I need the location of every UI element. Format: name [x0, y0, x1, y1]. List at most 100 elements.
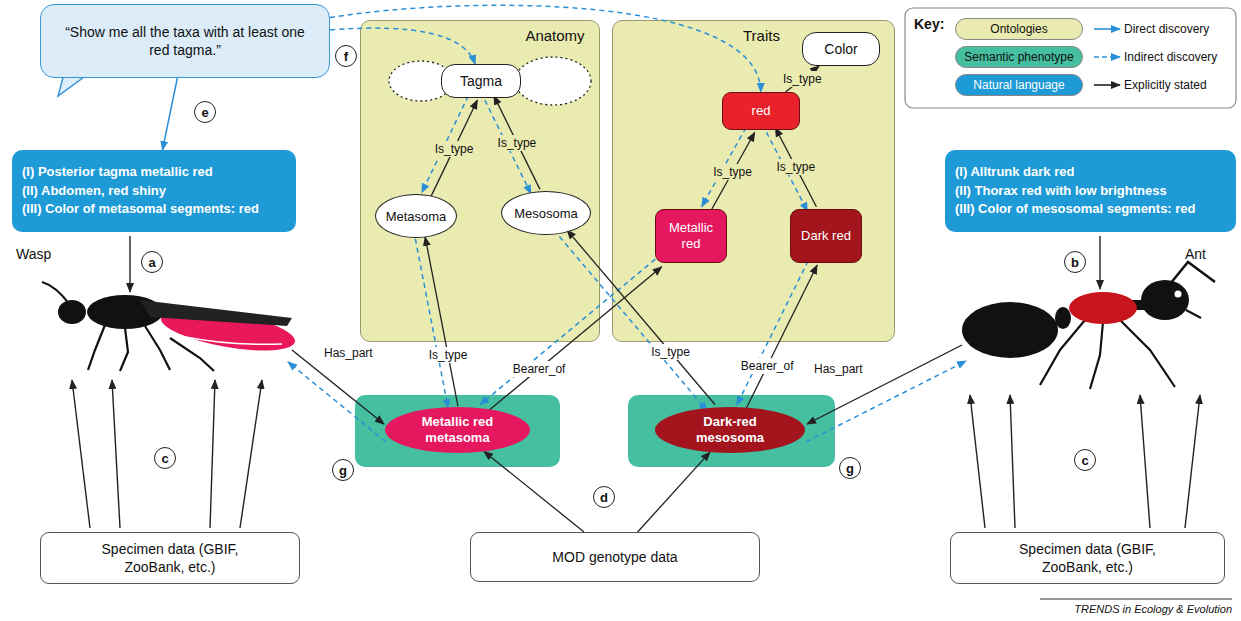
- callout-letter: d: [593, 486, 615, 508]
- wasp-figure: [145, 326, 170, 370]
- relation-label: Is_type: [775, 159, 818, 175]
- relation-arrow: [746, 265, 817, 409]
- ant-figure: [1055, 307, 1071, 329]
- node-label: Tagma: [460, 73, 502, 89]
- credit-rule: [1040, 599, 1232, 600]
- relation-arrow: [567, 230, 715, 404]
- legend-text: Indirect discovery: [1124, 49, 1217, 65]
- node-label: (I) Posterior tagma metallic red: [22, 163, 213, 182]
- trait-term: Color: [802, 32, 880, 66]
- legend-text: Ontologies: [990, 21, 1047, 37]
- node-label: Metasoma: [386, 209, 447, 224]
- wasp-figure: [88, 325, 105, 370]
- discovery-arrow: [737, 261, 808, 405]
- ant-figure: [1040, 262, 1215, 389]
- relation-arrow: [494, 96, 540, 190]
- phenotype-band: [355, 395, 835, 467]
- wasp-figure: [180, 336, 282, 344]
- callout-letter: e: [194, 101, 216, 123]
- node-label: Dark red: [801, 228, 851, 244]
- phenotype-band: [355, 395, 560, 467]
- key-line-samples: [1094, 84, 1120, 86]
- discovery-arrow: [559, 237, 707, 411]
- node-label: (II) Thorax red with low brightness: [955, 182, 1167, 201]
- ant-figure: [962, 302, 1058, 358]
- key-frame: [905, 8, 1236, 108]
- relation-arrow: [775, 128, 816, 207]
- discovery-arrow: [415, 239, 448, 408]
- node-label: (II) Abdomen, red shiny: [22, 182, 166, 201]
- relation-arrow: [710, 132, 754, 211]
- specimen-arrow: [1185, 395, 1200, 528]
- node-label: Specimen data (GBIF, ZooBank, etc.): [998, 540, 1178, 576]
- relation-arrow: [484, 451, 584, 532]
- legend-swatch: Ontologies: [955, 18, 1083, 40]
- discovery-arrow: [480, 259, 655, 405]
- discovery-arrow: [330, 5, 761, 92]
- query-bubble: “Show me all the taxa with at least one …: [40, 4, 330, 78]
- relation-arrow: [487, 267, 662, 413]
- legend-text: Semantic phenotype: [964, 49, 1073, 65]
- discovery-arrow: [330, 28, 475, 64]
- node-label: MOD genotype data: [552, 548, 677, 566]
- legend-text: Explicitly stated: [1124, 77, 1207, 93]
- callout-letter: c: [154, 447, 176, 469]
- description-box: (I) Alltrunk dark red(II) Thorax red wit…: [945, 150, 1236, 232]
- ant-figure: [1170, 262, 1215, 284]
- node-label: (III) Color of metasomal segments: red: [22, 200, 259, 219]
- data-source-box: Specimen data (GBIF, ZooBank, etc.): [40, 532, 300, 584]
- legend-swatch: Semantic phenotype: [955, 46, 1083, 68]
- ant-figure: [1069, 292, 1137, 324]
- callout-letter: g: [839, 457, 861, 479]
- relation-label: Is_type: [711, 164, 754, 180]
- key-frame: [905, 8, 1236, 108]
- ontology-panel: TraitsColorredMetallic redDark red: [612, 20, 895, 342]
- data-source-box: Specimen data (GBIF, ZooBank, etc.): [950, 532, 1225, 584]
- phenotype-band: [628, 395, 835, 467]
- callout-letter: c: [1074, 449, 1096, 471]
- callout-letter: g: [332, 459, 354, 481]
- anatomy-term: Mesosoma: [501, 191, 591, 235]
- relation-label: Bearer_of: [739, 358, 796, 374]
- node-label: Specimen data (GBIF, ZooBank, etc.): [80, 540, 260, 576]
- has-part-arrow: [288, 362, 386, 442]
- wasp-figure: [120, 328, 128, 371]
- ant-figure: [1141, 280, 1189, 320]
- wasp-figure: [58, 300, 86, 324]
- callout-arrow: [129, 236, 130, 292]
- specimen-arrow: [240, 380, 262, 528]
- credit-line: TRENDS in Ecology & Evolution: [1074, 603, 1232, 615]
- panel-heading: Anatomy: [525, 27, 584, 44]
- phenotype-ellipse: Metallic red metasoma: [385, 407, 530, 453]
- anatomy-term: Tagma: [441, 64, 521, 98]
- has-part-arrow: [806, 361, 966, 442]
- ant-figure: [1120, 320, 1175, 387]
- specimen-arrow: [210, 380, 215, 528]
- wasp-figure: [140, 300, 292, 326]
- data-source-box: MOD genotype data: [470, 532, 760, 582]
- anatomy-term: Metasoma: [375, 194, 457, 238]
- legend-text: Natural language: [973, 77, 1064, 93]
- relation-label: Has_part: [322, 346, 375, 360]
- node-label: Color: [824, 41, 857, 57]
- trait-term: red: [722, 92, 800, 130]
- key-line-samples: [1094, 56, 1120, 58]
- trait-term: Dark red: [790, 209, 862, 263]
- relation-label: Is_type: [496, 135, 539, 151]
- legend-title: Key:: [914, 16, 944, 32]
- legend-swatch: Natural language: [955, 74, 1083, 96]
- tagma-ghost-outline: [515, 57, 591, 105]
- node-label: Metallic red metasoma: [403, 414, 512, 445]
- has-part-arrow: [807, 345, 962, 424]
- node-label: Dark-red mesosoma: [673, 414, 787, 445]
- ant-figure: [1175, 291, 1182, 298]
- relation-arrow: [638, 452, 710, 532]
- specimen-arrow: [1010, 395, 1015, 528]
- node-label: Mesosoma: [514, 206, 578, 221]
- node-label: “Show me all the taxa with at least one …: [55, 23, 315, 59]
- has-part-arrow: [292, 350, 384, 424]
- key-line-samples: [1094, 28, 1120, 30]
- specimen-arrow: [112, 380, 120, 528]
- discovery-arrow: [162, 78, 177, 150]
